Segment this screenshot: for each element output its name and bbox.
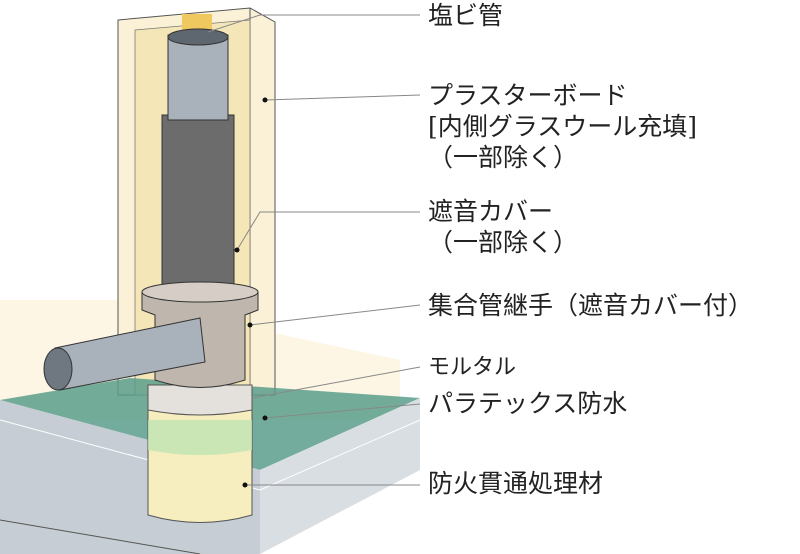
label-fireproof: 防火貫通処理材 xyxy=(428,469,604,498)
label-plasterboard: プラスターボード [内側グラスウール充填] （一部除く） xyxy=(428,80,697,173)
leader-dots xyxy=(234,97,268,488)
label-plasterboard-line1: プラスターボード xyxy=(428,81,628,110)
sound-cover xyxy=(161,114,235,296)
label-mortar: モルタル xyxy=(428,355,517,380)
label-sound-cover: 遮音カバー （一部除く） xyxy=(428,196,578,258)
mortar xyxy=(147,384,253,416)
label-plasterboard-line3: （一部除く） xyxy=(428,143,579,172)
pipe-top-cap xyxy=(182,14,212,30)
label-joint: 集合管継手（遮音カバー付） xyxy=(428,291,754,320)
label-sound-cover-line1: 遮音カバー xyxy=(428,197,554,226)
label-waterproof: パラテックス防水 xyxy=(428,389,628,418)
label-sound-cover-line2: （一部除く） xyxy=(428,228,579,257)
label-pvc-pipe: 塩ビ管 xyxy=(428,1,504,30)
leader-lines xyxy=(207,14,421,486)
label-plasterboard-line2: [内側グラスウール充填] xyxy=(428,112,698,141)
pvc-pipe xyxy=(167,34,229,121)
